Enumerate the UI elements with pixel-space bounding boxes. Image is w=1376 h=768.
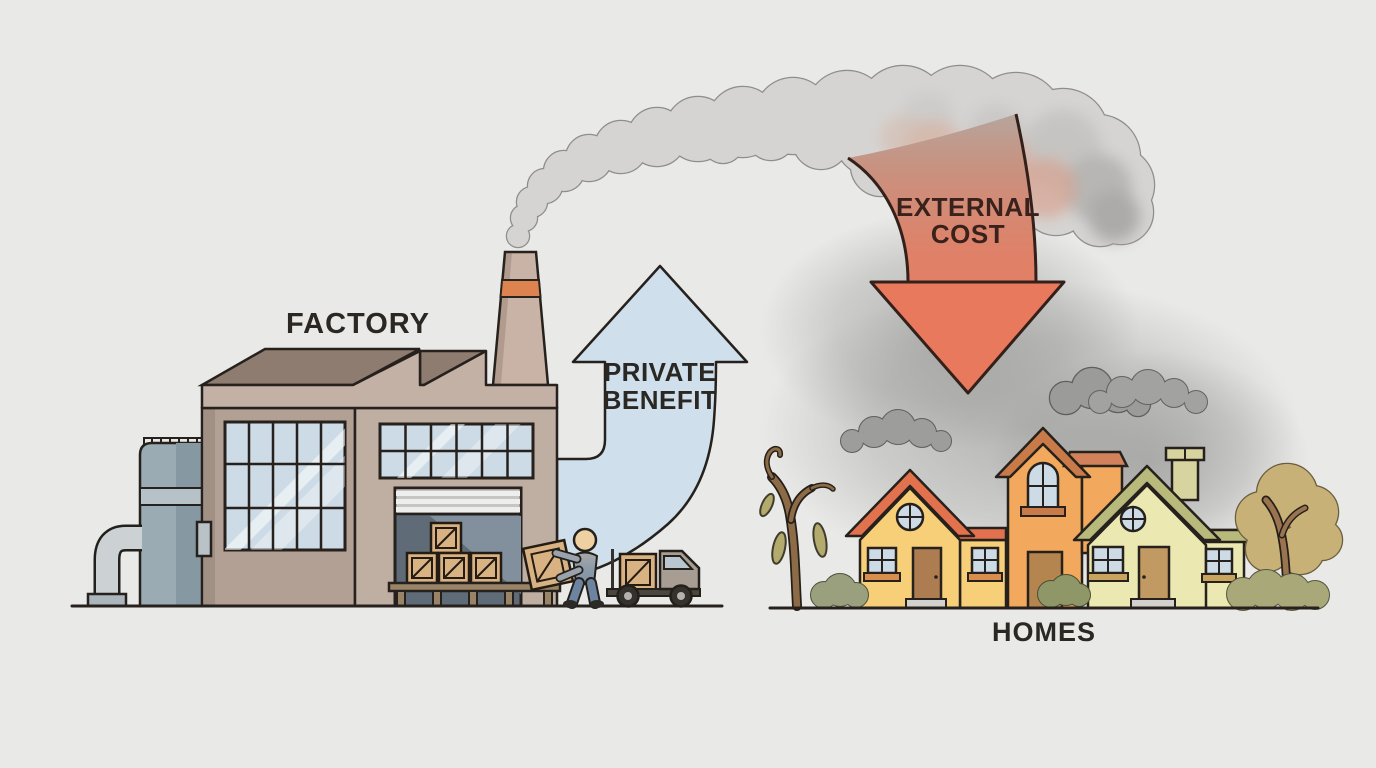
tree-branch-curl xyxy=(765,447,782,479)
window-sill xyxy=(863,572,901,582)
worker-leg-left xyxy=(568,579,583,607)
window-streaks xyxy=(396,424,521,478)
tree-branch xyxy=(788,485,815,523)
tank-band xyxy=(139,487,207,506)
crate-held xyxy=(521,538,575,592)
leaf xyxy=(771,531,787,565)
private-benefit-label-line2: BENEFIT xyxy=(603,385,718,415)
house-left-roof xyxy=(844,468,976,538)
factory-building xyxy=(195,250,559,608)
house-right xyxy=(1072,446,1255,610)
worker-leg-right xyxy=(587,579,599,607)
house-right-door xyxy=(1137,545,1171,604)
bench-legs xyxy=(396,590,553,607)
tank-shading xyxy=(176,443,206,606)
truck-flatbed xyxy=(606,588,701,597)
factory-window-top xyxy=(378,422,535,480)
house-right-roof xyxy=(1072,464,1222,542)
private-benefit-label-line1: PRIVATE xyxy=(604,357,716,387)
door-knob xyxy=(1142,575,1146,579)
private-benefit-arrow-shape xyxy=(555,264,749,579)
chimney-house xyxy=(1170,454,1200,502)
door-knob xyxy=(934,575,938,579)
roof-band xyxy=(200,349,559,410)
leaf xyxy=(812,522,828,558)
window-sill xyxy=(1020,506,1066,517)
arrow-edge-left xyxy=(847,156,910,283)
tree-branch xyxy=(810,483,835,491)
tree-branch xyxy=(1280,506,1307,537)
crates-on-bench xyxy=(387,521,562,607)
dead-tree xyxy=(759,445,836,611)
wall-shadow xyxy=(204,409,215,605)
external-cost-arrow: EXTERNAL COST xyxy=(847,113,1066,395)
crate xyxy=(437,551,471,585)
truck-windshield xyxy=(663,555,695,570)
house-middle-roof xyxy=(994,426,1092,479)
worker-arm-upper xyxy=(553,550,580,562)
worker-head xyxy=(572,527,598,553)
external-cost-label-line2: COST xyxy=(931,219,1005,249)
delivery-truck xyxy=(606,549,701,608)
external-cost-arrow-shaft xyxy=(848,114,1036,282)
private-benefit-arrow: PRIVATE BENEFIT xyxy=(555,264,749,579)
chimney xyxy=(491,250,550,387)
crate xyxy=(469,551,503,585)
window-sill xyxy=(1201,573,1237,583)
homes-label: HOMES xyxy=(992,617,1096,647)
factory-label: FACTORY xyxy=(286,308,430,340)
arrow-edge-right xyxy=(1014,113,1038,283)
pipe xyxy=(96,527,142,594)
storage-tank xyxy=(86,437,208,608)
leaf xyxy=(759,492,775,518)
worker-shoe xyxy=(563,600,577,608)
external-cost-label-line1: EXTERNAL xyxy=(896,192,1040,222)
crate xyxy=(429,521,463,555)
pipe-base xyxy=(86,592,128,608)
window-streaks xyxy=(225,428,345,550)
worker-shoe xyxy=(590,600,604,608)
window-sill xyxy=(1087,572,1129,582)
window-sill xyxy=(967,572,1003,582)
worker xyxy=(521,527,604,609)
external-cost-arrowhead xyxy=(869,280,1066,395)
chimney-stripe xyxy=(499,279,542,298)
house-left-door xyxy=(911,546,943,604)
crate xyxy=(405,551,439,585)
factory-window-large xyxy=(223,420,347,552)
truck-exhaust xyxy=(611,549,614,589)
house-left xyxy=(844,468,1008,610)
worker-arm-lower xyxy=(557,567,582,581)
pipe-flange xyxy=(195,520,213,558)
